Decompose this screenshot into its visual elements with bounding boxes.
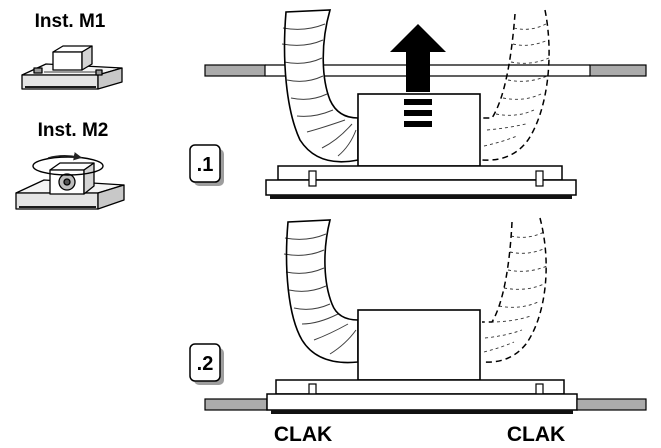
- duct-left: [281, 9, 359, 163]
- clak-left-label: CLAK: [274, 423, 332, 446]
- duct-right-alternative: [481, 9, 550, 161]
- duct-right-alternative: [481, 217, 548, 363]
- install-m2-unit-icon: [15, 152, 125, 210]
- step-1-panel: [204, 9, 647, 199]
- step-2-label: .2: [197, 353, 214, 375]
- unit-frame-1: [265, 165, 577, 199]
- ceiling-seated: [204, 393, 647, 414]
- step-1-badge: .1: [189, 144, 224, 186]
- step-1-label: .1: [197, 154, 214, 176]
- unit-body-2: [357, 309, 481, 381]
- install-m2-label: Inst. M2: [38, 120, 109, 141]
- duct-left: [283, 219, 359, 364]
- step-2-panel: [204, 217, 647, 414]
- ceiling-right: [540, 64, 647, 77]
- lift-up-arrow: [390, 24, 446, 127]
- install-m1-unit-icon: [21, 45, 123, 90]
- clak-right-label: CLAK: [507, 423, 565, 446]
- install-m1-label: Inst. M1: [35, 11, 106, 32]
- step-2-badge: .2: [189, 343, 224, 385]
- unit-body-1: [357, 93, 481, 167]
